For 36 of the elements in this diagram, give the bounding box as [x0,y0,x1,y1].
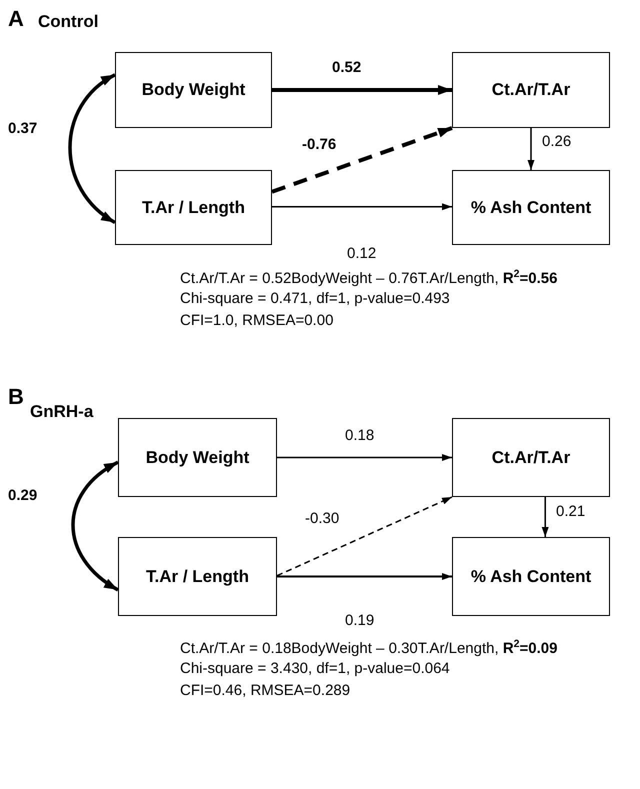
arrow [528,128,534,170]
arrow [277,573,452,580]
variable-box [115,52,272,128]
variable-box [118,537,277,616]
model-statistics: CFI=1.0, RMSEA=0.00 [180,312,334,329]
variable-name: Body Weight [146,448,250,468]
variable-name: Ct.Ar/T.Ar [492,80,570,100]
arrow [277,454,452,461]
arrow [276,496,452,576]
model-statistics: CFI=0.46, RMSEA=0.289 [180,682,350,699]
variable-box [452,418,610,497]
variable-name: Body Weight [142,80,246,100]
panel-heading: GnRH-a [30,402,94,422]
variable-name: T.Ar / Length [146,566,249,586]
panel-heading: B [8,384,24,410]
arrow [71,460,119,592]
variable-name: T.Ar / Length [142,198,245,218]
variable-box [452,170,610,245]
variable-name: Ct.Ar/T.Ar [492,448,570,468]
model-statistics: Chi-square = 3.430, df=1, p-value=0.064 [180,660,450,677]
variable-box [118,418,277,497]
arrow [272,203,452,210]
variable-box [115,170,272,245]
arrow [271,126,453,194]
arrow [272,85,452,95]
panel-heading: A [8,6,24,32]
variable-box [452,537,610,616]
variable-box [452,52,610,128]
panel-heading: Control [38,12,98,32]
arrow [68,73,116,224]
model-statistics: Ct.Ar/T.Ar = 0.18BodyWeight – 0.30T.Ar/Length, R$^{2}$=0.09 [180,638,558,657]
variable-name: % Ash Content [470,566,592,586]
arrow [542,497,549,537]
model-statistics: Ct.Ar/T.Ar = 0.52BodyWeight – 0.76T.Ar/Length, R$^{2}$=0.56 [180,268,558,287]
variable-name: % Ash Content [470,198,592,218]
model-statistics: Chi-square = 0.471, df=1, p-value=0.493 [180,290,450,307]
